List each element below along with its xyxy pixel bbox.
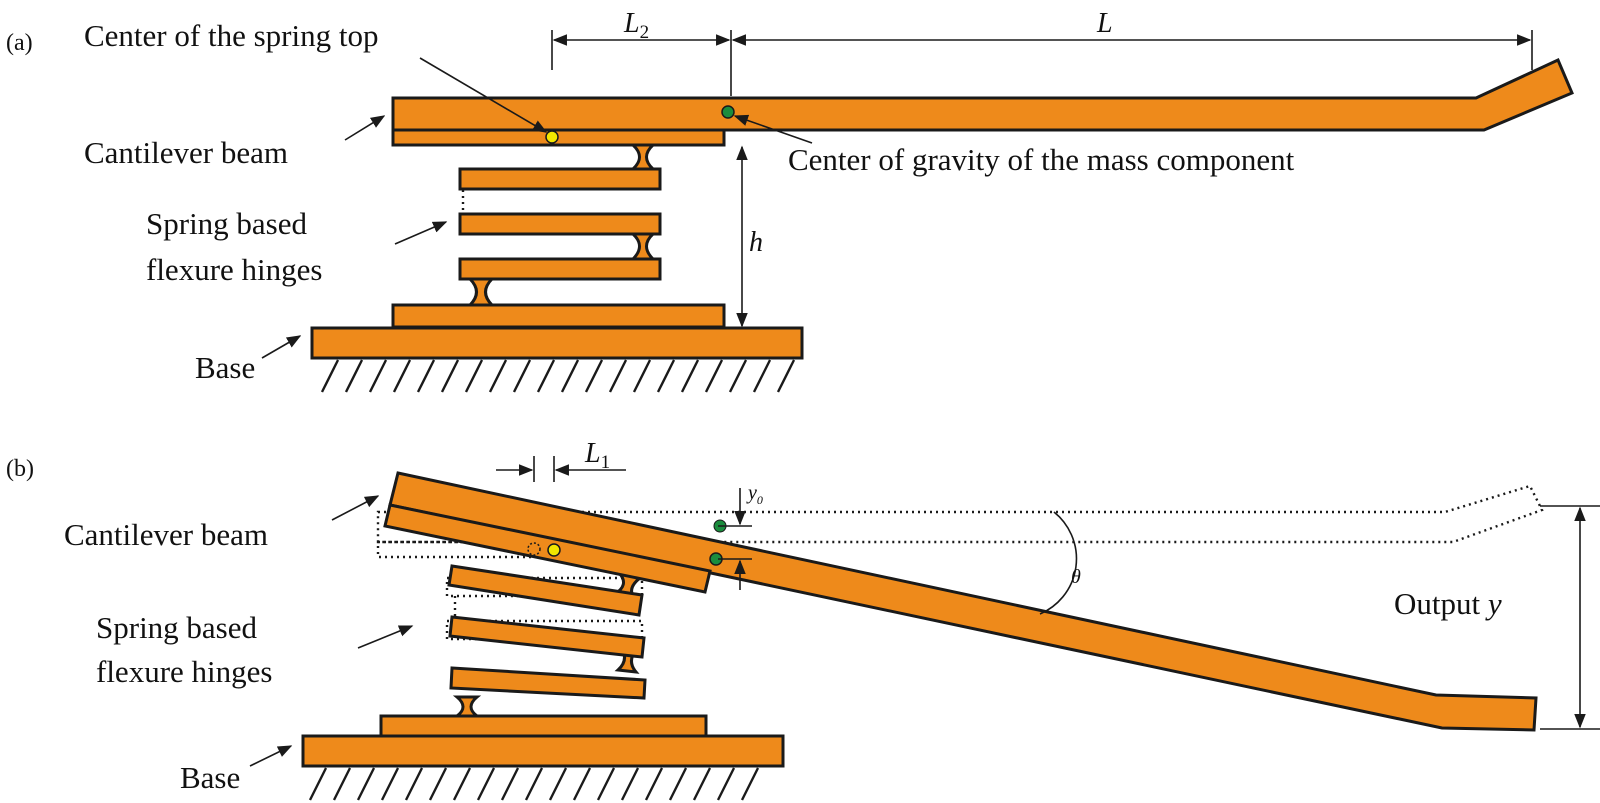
hatch-a-stroke-8: [512, 359, 532, 393]
panel-b-tag: (b): [6, 456, 34, 482]
label-gravity: Center of gravity of the mass component: [788, 142, 1295, 177]
spring-top-center-dot-b: [547, 543, 561, 557]
hatch-b-stroke-11: [572, 767, 592, 801]
spring-top-center-dot-a: [545, 130, 559, 144]
hatch-a-stroke-19: [776, 359, 796, 393]
hinge-top-a: [629, 143, 657, 171]
label-base-a: Base: [195, 350, 255, 385]
spring-plate-2-b: [448, 615, 646, 659]
spring-plate-1-b: [447, 564, 644, 617]
leader-spring-a: [394, 221, 448, 245]
hatch-a-stroke-1: [344, 359, 364, 393]
dim-L2-label: L2: [623, 8, 649, 43]
hatch-a-stroke-6: [464, 359, 484, 393]
hatch-a-stroke-4: [416, 359, 436, 393]
hatch-a-stroke-17: [728, 359, 748, 393]
label-cantilever-b: Cantilever beam: [64, 517, 268, 552]
hatch-b-stroke-8: [500, 767, 520, 801]
hatch-a-stroke-10: [560, 359, 580, 393]
label-output: Output y: [1394, 586, 1502, 621]
hatch-a-stroke-12: [608, 359, 628, 393]
hatch-a-stroke-2: [368, 359, 388, 393]
hatch-b-stroke-5: [428, 767, 448, 801]
hatch-a-stroke-15: [680, 359, 700, 393]
hatch-a-stroke-7: [488, 359, 508, 393]
hatch-b-stroke-2: [356, 767, 376, 801]
undeformed-spring-2-ghost: [445, 619, 644, 641]
ground-hatch-b: [308, 767, 760, 801]
hatch-b-stroke-13: [620, 767, 640, 801]
hatch-b-stroke-1: [332, 767, 352, 801]
leader-gravity: [733, 114, 813, 144]
hatch-a-stroke-9: [536, 359, 556, 393]
label-cantilever-a: Cantilever beam: [84, 135, 288, 170]
ground-hatch-a: [320, 359, 796, 393]
hatch-a-stroke-16: [704, 359, 724, 393]
label-spring-line1-a: Spring based: [146, 206, 308, 241]
label-spring-line2-a: flexure hinges: [146, 252, 322, 287]
hatch-b-stroke-10: [548, 767, 568, 801]
hatch-b-stroke-12: [596, 767, 616, 801]
base-pad-b: [379, 714, 708, 738]
leader-spring-top: [419, 57, 548, 133]
dim-L-label: L: [1096, 8, 1113, 39]
cantilever-beam-a: [391, 57, 1574, 132]
label-spring-line2-b: flexure hinges: [96, 654, 272, 689]
hatch-b-stroke-16: [692, 767, 712, 801]
hatch-a-stroke-13: [632, 359, 652, 393]
leader-base-a: [261, 335, 302, 359]
hinge-bottom-a: [466, 277, 496, 307]
hatch-b-stroke-6: [452, 767, 472, 801]
hatch-a-stroke-18: [752, 359, 772, 393]
leader-cantilever-a: [344, 115, 386, 141]
leader-cantilever-b: [331, 495, 380, 521]
spring-plate-3-a: [458, 257, 662, 281]
leader-spring-b: [357, 625, 414, 649]
spring-top-center-ghost-dot: [527, 542, 541, 556]
base-plate-b: [301, 734, 785, 768]
spring-plate-1-a: [458, 167, 662, 191]
hatch-b-stroke-4: [404, 767, 424, 801]
label-spring-line1-b: Spring based: [96, 610, 258, 645]
hatch-b-stroke-3: [380, 767, 400, 801]
hinge-bottom-b: [452, 695, 482, 718]
hatch-a-stroke-5: [440, 359, 460, 393]
spring-plate-3-b: [449, 666, 647, 700]
dim-h-label: h: [749, 227, 763, 258]
hatch-b-stroke-17: [716, 767, 736, 801]
hatch-b-stroke-7: [476, 767, 496, 801]
hatch-a-stroke-14: [656, 359, 676, 393]
leader-base-b: [249, 745, 293, 767]
base-plate-a: [310, 326, 804, 360]
undeformed-spring-1-ghost: [445, 576, 644, 598]
panel-a: (a) L2 L h Center of the spring top: [6, 8, 1574, 393]
hatch-b-stroke-0: [308, 767, 328, 801]
gravity-center-dot-a: [721, 105, 735, 119]
panel-a-tag: (a): [6, 30, 33, 56]
hatch-b-stroke-14: [644, 767, 664, 801]
spring-plate-2-a: [458, 212, 662, 236]
theta-arc: [1039, 511, 1078, 615]
hatch-a-stroke-0: [320, 359, 340, 393]
label-base-b: Base: [180, 760, 240, 795]
theta-label: θ: [1071, 566, 1081, 588]
panel-b: (b) L1: [6, 438, 1600, 801]
hatch-a-stroke-3: [392, 359, 412, 393]
hatch-b-stroke-18: [740, 767, 760, 801]
label-spring-top: Center of the spring top: [84, 18, 378, 53]
hinge-middle-a: [629, 232, 657, 261]
hatch-b-stroke-15: [668, 767, 688, 801]
hatch-b-stroke-9: [524, 767, 544, 801]
hatch-a-stroke-11: [584, 359, 604, 393]
dim-L1-label: L1: [584, 438, 610, 473]
dim-y0-label: y0: [746, 482, 763, 507]
base-pad-a: [391, 303, 726, 329]
